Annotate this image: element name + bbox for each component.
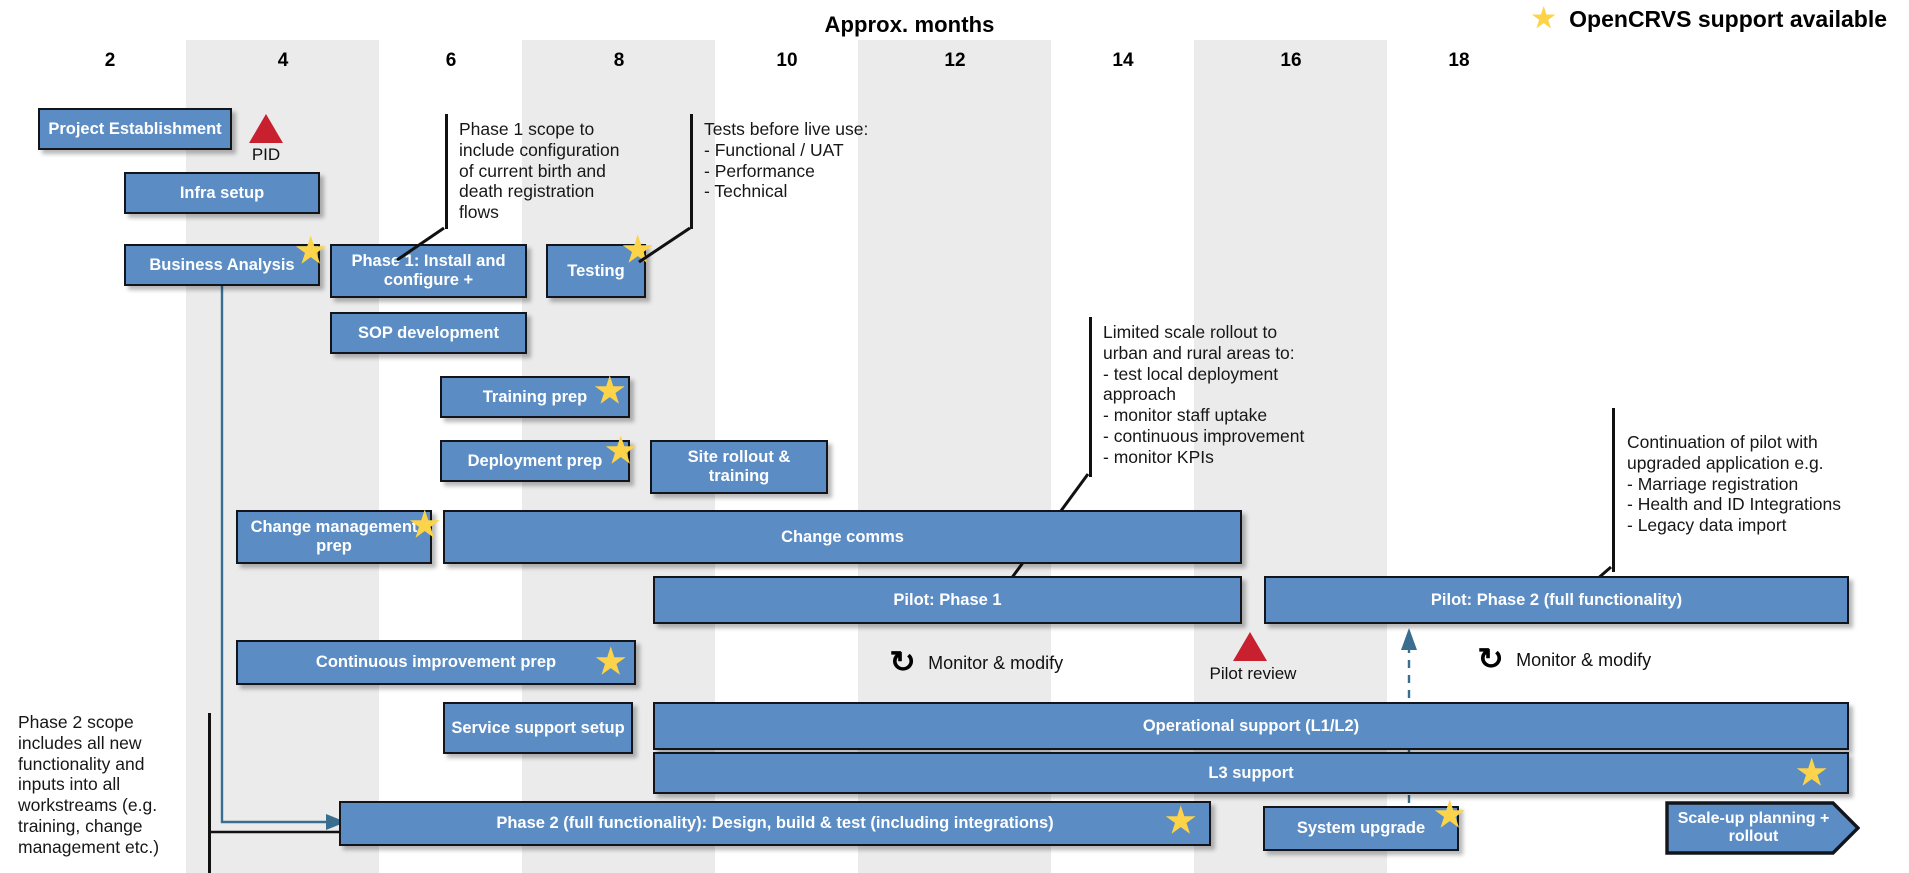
bar-infra-setup[interactable]: Infra setup bbox=[124, 172, 320, 214]
axis-tick-16: 16 bbox=[1280, 50, 1302, 71]
annotation-limited-rollout: Limited scale rollout to urban and rural… bbox=[1103, 322, 1305, 467]
bar-label: Business Analysis bbox=[149, 255, 295, 274]
milestone-pid-marker bbox=[249, 114, 283, 143]
bar-label: Deployment prep bbox=[467, 451, 603, 470]
annotation-phase1-scope: Phase 1 scope to include configuration o… bbox=[459, 119, 620, 223]
bar-label: Service support setup bbox=[451, 718, 625, 737]
bar-phase-2-design-build[interactable]: Phase 2 (full functionality): Design, bu… bbox=[339, 801, 1211, 846]
star-icon: ★ bbox=[1434, 796, 1465, 834]
bar-system-upgrade[interactable]: System upgrade ★ bbox=[1263, 798, 1465, 851]
bar-label: Phase 2 (full functionality): Design, bu… bbox=[496, 814, 1054, 833]
bar-project-establishment[interactable]: Project Establishment bbox=[38, 108, 232, 150]
annotation-rule-limited-rollout bbox=[1089, 317, 1092, 477]
axis-tick-12: 12 bbox=[944, 50, 966, 71]
bar-service-support-setup[interactable]: Service support setup bbox=[443, 702, 633, 754]
refresh-cycle-icon: ↻ bbox=[1477, 643, 1504, 676]
axis-tick-4: 4 bbox=[277, 50, 289, 71]
annotation-continuation: Continuation of pilot with upgraded appl… bbox=[1627, 432, 1842, 536]
star-icon: ★ bbox=[595, 643, 626, 681]
annotation-rule-phase1-scope bbox=[445, 114, 448, 229]
bar-deployment-prep[interactable]: Deployment prep ★ bbox=[440, 434, 636, 482]
bar-business-analysis[interactable]: Business Analysis ★ bbox=[124, 234, 326, 286]
bar-sop-development[interactable]: SOP development bbox=[330, 312, 527, 354]
bar-label: Continuous improvement prep bbox=[315, 653, 557, 672]
bar-label: L3 support bbox=[1208, 763, 1294, 782]
bar-label: Pilot: Phase 2 (full functionality) bbox=[1430, 590, 1683, 609]
bar-label: Site rollout & training bbox=[687, 448, 791, 485]
bar-continuous-improvement-prep[interactable]: Continuous improvement prep ★ bbox=[236, 640, 636, 685]
annotation-tests: Tests before live use: - Functional / UA… bbox=[704, 119, 869, 202]
bar-pilot-phase-1[interactable]: Pilot: Phase 1 bbox=[653, 576, 1242, 624]
axis-tick-6: 6 bbox=[445, 50, 457, 71]
bar-label: Phase 1: Install and configure + bbox=[351, 252, 506, 289]
chart-title-text: Approx. months bbox=[824, 12, 995, 37]
monitor-and-modify-2: ↻ Monitor & modify bbox=[1477, 643, 1652, 676]
bar-operational-support[interactable]: Operational support (L1/L2) bbox=[653, 702, 1849, 750]
annotation-phase2-scope: Phase 2 scope includes all new functiona… bbox=[18, 712, 160, 857]
milestone-pilot-review-label: Pilot review bbox=[1209, 664, 1297, 683]
milestone-pid-label: PID bbox=[251, 145, 281, 164]
legend-label: OpenCRVS support available bbox=[1569, 5, 1887, 32]
bar-change-management-prep[interactable]: Change management prep ★ bbox=[236, 508, 440, 564]
bar-scale-up-planning[interactable]: Scale-up planning + rollout bbox=[1665, 801, 1860, 855]
bar-label: SOP development bbox=[358, 323, 499, 342]
axis-tick-2: 2 bbox=[104, 50, 116, 71]
star-icon: ★ bbox=[1530, 2, 1558, 35]
bar-label: Pilot: Phase 1 bbox=[893, 590, 1002, 609]
bar-phase-1-install[interactable]: Phase 1: Install and configure + bbox=[330, 244, 527, 298]
milestone-pilot-review-marker bbox=[1233, 632, 1267, 661]
chevron-shape bbox=[1665, 801, 1860, 855]
bar-label: Change management prep bbox=[250, 518, 418, 555]
bar-label: Training prep bbox=[482, 387, 588, 406]
refresh-cycle-icon: ↻ bbox=[889, 646, 916, 679]
star-icon: ★ bbox=[1796, 754, 1827, 792]
bar-label: Testing bbox=[567, 261, 625, 280]
annotation-rule-continuation bbox=[1612, 408, 1615, 572]
axis-tick-10: 10 bbox=[776, 50, 798, 71]
legend: ★ OpenCRVS support available bbox=[1530, 4, 1887, 34]
monitor-label: Monitor & modify bbox=[1516, 649, 1652, 670]
star-icon: ★ bbox=[1165, 802, 1196, 840]
annotation-rule-tests bbox=[690, 114, 693, 229]
annotation-rule-phase2-scope bbox=[208, 713, 211, 873]
chart-title: Approx. months bbox=[0, 12, 1909, 38]
bar-label: Operational support (L1/L2) bbox=[1142, 716, 1360, 735]
star-icon: ★ bbox=[409, 506, 440, 544]
bar-label: Change comms bbox=[781, 527, 904, 546]
axis-tick-18: 18 bbox=[1448, 50, 1470, 71]
axis-tick-8: 8 bbox=[613, 50, 625, 71]
bar-training-prep[interactable]: Training prep ★ bbox=[440, 372, 630, 418]
bar-pilot-phase-2[interactable]: Pilot: Phase 2 (full functionality) bbox=[1264, 576, 1849, 624]
bar-l3-support[interactable]: L3 support ★ bbox=[653, 752, 1849, 794]
axis-tick-14: 14 bbox=[1112, 50, 1134, 71]
bar-change-comms[interactable]: Change comms bbox=[443, 510, 1242, 564]
star-icon: ★ bbox=[594, 372, 625, 410]
bar-site-rollout-training[interactable]: Site rollout & training bbox=[650, 440, 828, 494]
bar-label: Infra setup bbox=[179, 183, 265, 202]
bar-testing[interactable]: Testing ★ bbox=[546, 233, 653, 298]
bar-label: Project Establishment bbox=[48, 119, 222, 138]
monitor-and-modify-1: ↻ Monitor & modify bbox=[889, 646, 1064, 679]
monitor-label: Monitor & modify bbox=[928, 652, 1064, 673]
bar-label: System upgrade bbox=[1296, 819, 1426, 838]
